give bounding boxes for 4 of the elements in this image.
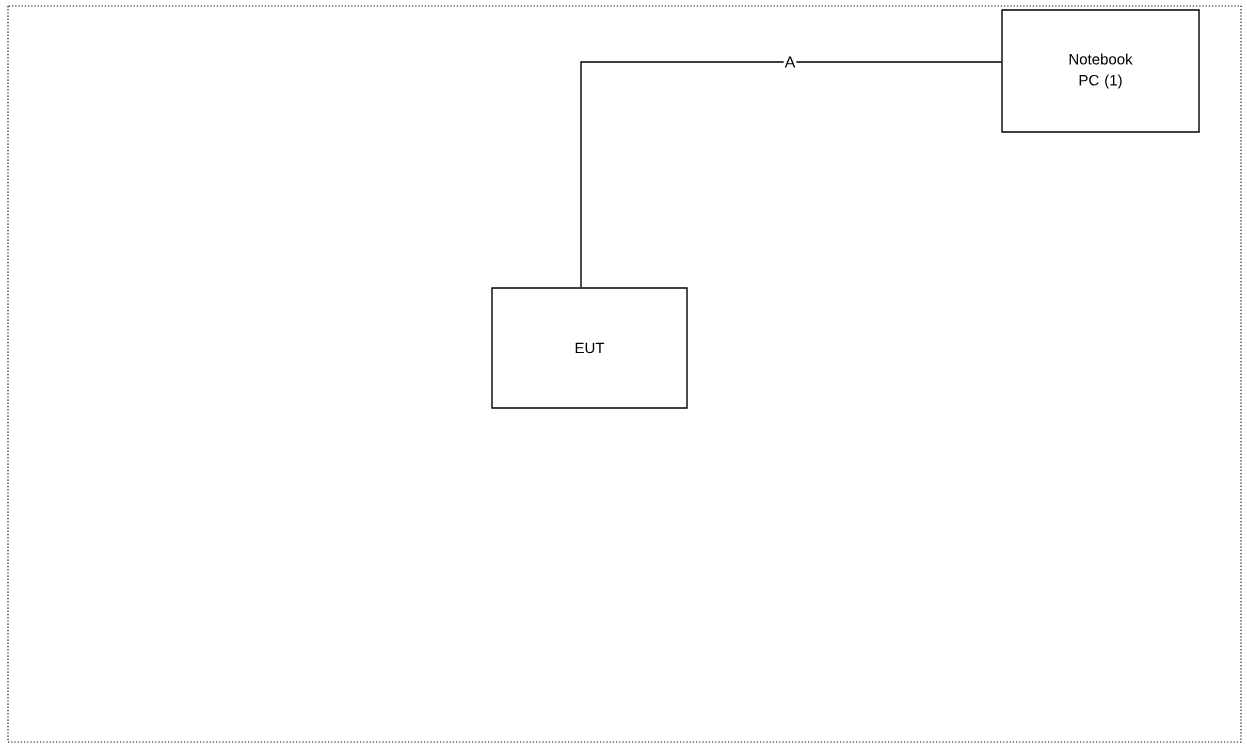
device-box: Notebook PC (1) xyxy=(1001,9,1200,133)
connector-line xyxy=(580,61,1002,288)
edge-label: A xyxy=(783,55,797,69)
device-box: EUT xyxy=(491,287,688,409)
